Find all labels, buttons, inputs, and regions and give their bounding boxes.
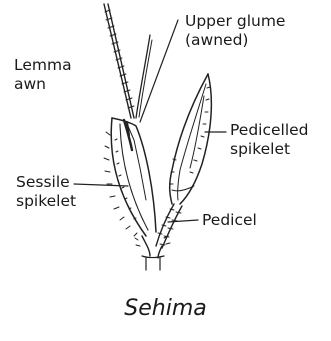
pedicelled-spikelet-drawing xyxy=(170,74,212,204)
label-upper-glume-text: Upper glume (awned) xyxy=(185,12,285,49)
label-pedicel-text: Pedicel xyxy=(202,211,257,229)
label-pedicelled-spikelet: Pedicelled spikelet xyxy=(230,121,309,159)
label-sessile-spikelet-text: Sessile spikelet xyxy=(16,173,76,210)
lemma-awn-drawing xyxy=(104,4,134,118)
upper-glume-leader xyxy=(140,20,178,122)
sessile-spikelet-drawing xyxy=(104,118,156,236)
upper-glume-awn-drawing xyxy=(136,35,152,118)
label-pedicel: Pedicel xyxy=(202,211,257,230)
label-lemma-awn: Lemma awn xyxy=(14,56,72,94)
label-lemma-awn-text: Lemma awn xyxy=(14,56,72,93)
label-upper-glume: Upper glume (awned) xyxy=(185,12,285,50)
figure-caption: Sehima xyxy=(0,296,331,321)
pedicel-drawing xyxy=(156,204,182,248)
label-pedicelled-spikelet-text: Pedicelled spikelet xyxy=(230,121,309,158)
label-sessile-spikelet: Sessile spikelet xyxy=(16,173,76,211)
